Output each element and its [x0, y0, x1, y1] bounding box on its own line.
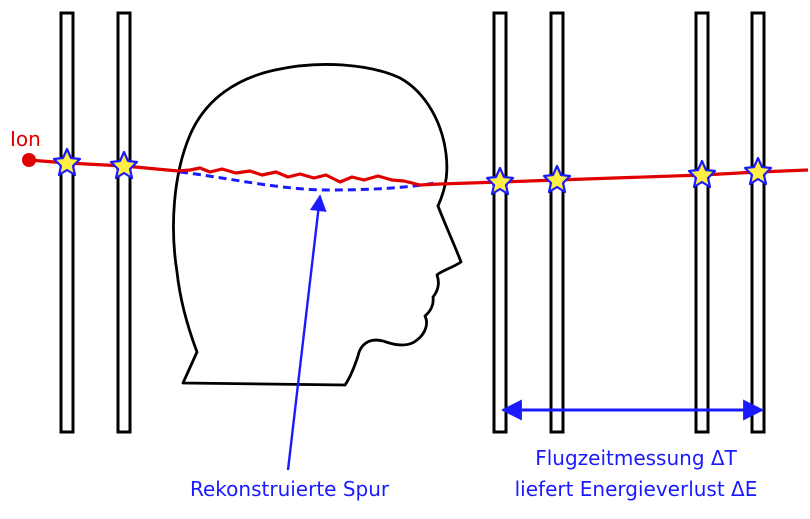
reconstructed-track — [179, 170, 436, 192]
star-icon — [52, 147, 82, 177]
star-icon — [687, 159, 717, 189]
detector-plane-6 — [750, 11, 766, 434]
measure-label-line1: Flugzeitmessung ΔT — [535, 446, 737, 470]
star-icon — [485, 166, 515, 196]
detector-plane-5 — [694, 11, 710, 434]
ion-label: Ion — [10, 127, 41, 151]
track-label: Rekonstruierte Spur — [190, 477, 390, 501]
detector-plane-4 — [549, 11, 565, 434]
measure-label-line2: liefert Energieverlust ΔE — [515, 477, 758, 501]
ion-trajectory — [28, 158, 809, 187]
detector-plane-1 — [59, 11, 75, 434]
detector-plane-2 — [116, 11, 132, 434]
star-icon — [542, 164, 572, 194]
track-pointer-arrow — [286, 194, 327, 471]
star-icon — [109, 150, 139, 180]
ion-source-dot — [22, 153, 36, 167]
detector-plane-3 — [492, 11, 508, 434]
star-icon — [743, 156, 773, 186]
